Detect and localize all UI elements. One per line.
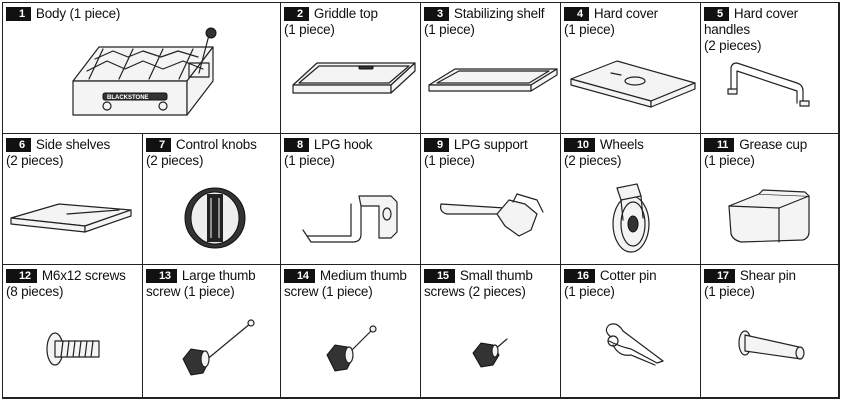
part-cell-1: 1 Body (1 piece) BLACKSTONE	[3, 3, 281, 134]
part-name: Cotter pin	[599, 268, 657, 283]
part-name: M6x12 screws	[41, 268, 126, 283]
part-name: Hard cover	[593, 6, 658, 21]
lpg-support-icon	[440, 193, 544, 237]
cotter-pin-icon	[605, 323, 664, 366]
part-name: Side shelves	[35, 137, 111, 152]
hard-cover-icon	[570, 60, 696, 108]
part-number-badge: 10	[564, 138, 595, 152]
part-number-badge: 2	[284, 7, 309, 21]
wheel-icon	[612, 183, 650, 253]
shear-pin-icon	[738, 330, 805, 360]
grease-cup-icon	[728, 189, 810, 243]
stabilizing-shelf-icon	[428, 68, 558, 92]
grill-body-icon: BLACKSTONE	[72, 27, 217, 116]
part-number-badge: 11	[704, 138, 735, 152]
medium-thumb-screw-icon	[326, 325, 377, 372]
part-quantity: (1 piece)	[69, 6, 121, 21]
part-quantity: (1 piece)	[284, 153, 335, 168]
part-number-badge: 3	[424, 7, 449, 21]
part-name: Grease cup	[739, 137, 808, 152]
part-number-badge: 15	[424, 269, 455, 283]
screw-icon	[46, 332, 100, 366]
large-thumb-screw-icon	[182, 319, 255, 376]
part-name: LPG support	[453, 137, 528, 152]
part-quantity: (1 piece)	[284, 22, 335, 37]
part-quantity: (1 piece)	[564, 284, 615, 299]
part-cell-7: 7 Control knobs(2 pieces)	[143, 134, 281, 265]
part-cell-4: 4 Hard cover(1 piece)	[561, 3, 701, 134]
part-number-badge: 8	[284, 138, 309, 152]
part-quantity: (1 piece)	[564, 22, 615, 37]
part-cell-3: 3 Stabilizing shelf(1 piece)	[421, 3, 561, 134]
part-number-badge: 4	[564, 7, 589, 21]
part-name: Large thumb	[181, 268, 256, 283]
part-quantity: (2 pieces)	[146, 153, 204, 168]
part-quantity: (8 pieces)	[6, 284, 64, 299]
part-quantity: (1 piece)	[704, 284, 755, 299]
part-name: Griddle top	[313, 6, 378, 21]
part-name: Body	[35, 6, 66, 21]
part-number-badge: 9	[424, 138, 449, 152]
part-quantity: (2 pieces)	[704, 38, 762, 53]
part-name: Small thumb	[459, 268, 533, 283]
part-cell-17: 17 Shear pin(1 piece)	[701, 265, 839, 398]
part-quantity: (1 piece)	[424, 153, 475, 168]
part-cell-8: 8 LPG hook(1 piece)	[281, 134, 421, 265]
part-cell-6: 6 Side shelves(2 pieces)	[3, 134, 143, 265]
part-quantity: screw (1 piece)	[284, 284, 373, 299]
part-number-badge: 16	[564, 269, 595, 283]
part-cell-10: 10 Wheels(2 pieces)	[561, 134, 701, 265]
control-knob-icon	[184, 187, 246, 249]
part-quantity: screws (2 pieces)	[424, 284, 526, 299]
part-cell-11: 11 Grease cup(1 piece)	[701, 134, 839, 265]
part-name: Stabilizing shelf	[453, 6, 545, 21]
part-cell-12: 12 M6x12 screws(8 pieces)	[3, 265, 143, 398]
part-number-badge: 5	[704, 7, 729, 21]
part-name: Shear pin	[739, 268, 796, 283]
part-quantity: (1 piece)	[424, 22, 475, 37]
part-quantity: screw (1 piece)	[146, 284, 235, 299]
part-quantity: (1 piece)	[704, 153, 755, 168]
part-quantity: (2 pieces)	[6, 153, 64, 168]
part-number-badge: 17	[704, 269, 735, 283]
part-number-badge: 6	[6, 138, 31, 152]
cover-handle-icon	[727, 62, 810, 107]
part-quantity: (2 pieces)	[564, 153, 622, 168]
part-name: Wheels	[599, 137, 644, 152]
part-number-badge: 1	[6, 7, 31, 21]
part-name: Medium thumb	[319, 268, 407, 283]
part-number-badge: 13	[146, 269, 177, 283]
part-cell-2: 2 Griddle top(1 piece)	[281, 3, 421, 134]
small-thumb-screw-icon	[472, 338, 508, 368]
part-number-badge: 7	[146, 138, 171, 152]
side-shelf-icon	[10, 203, 132, 233]
part-cell-16: 16 Cotter pin(1 piece)	[561, 265, 701, 398]
part-name: Hard cover handles	[704, 6, 798, 37]
part-cell-9: 9 LPG support(1 piece)	[421, 134, 561, 265]
lpg-hook-icon	[302, 195, 398, 243]
part-number-badge: 12	[6, 269, 37, 283]
brand-text: BLACKSTONE	[107, 95, 149, 101]
part-name: Control knobs	[175, 137, 257, 152]
part-name: LPG hook	[313, 137, 373, 152]
part-number-badge: 14	[284, 269, 315, 283]
griddle-top-icon	[292, 62, 416, 94]
